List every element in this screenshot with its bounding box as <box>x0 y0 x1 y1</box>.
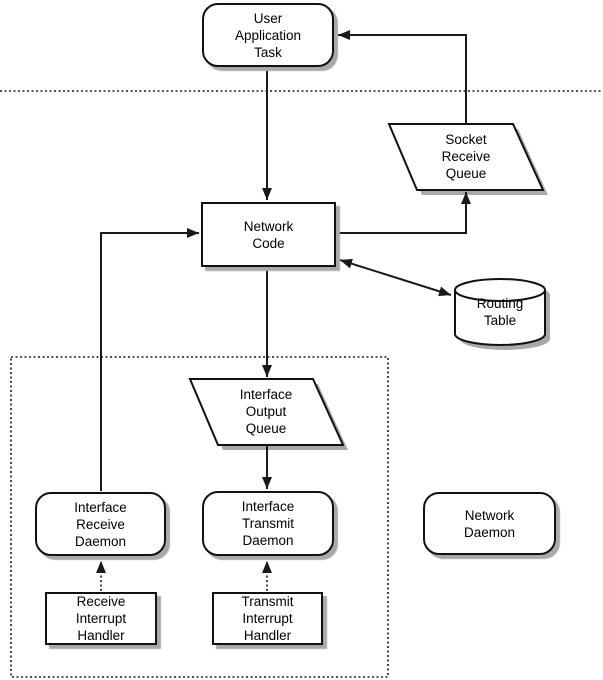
node-user-application-task: User Application Task <box>202 3 334 67</box>
node-interface-transmit-daemon-label: Interface Transmit Daemon <box>241 499 295 548</box>
interface-output-queue-shape <box>188 378 345 446</box>
arrow-network-code-routing-table-bidirectional <box>339 258 452 297</box>
node-transmit-interrupt-handler: Transmit Interrupt Handler <box>212 592 323 645</box>
node-network-daemon-label: Network Daemon <box>463 507 516 540</box>
node-interface-receive-daemon: Interface Receive Daemon <box>35 492 166 556</box>
arrow-receive-daemon-to-network-code <box>100 228 199 491</box>
node-network-code: Network Code <box>201 202 336 267</box>
node-receive-interrupt-handler: Receive Interrupt Handler <box>45 592 157 645</box>
arrow-socket-queue-to-user-app <box>338 30 467 123</box>
node-interface-transmit-daemon: Interface Transmit Daemon <box>202 491 334 556</box>
node-interface-receive-daemon-label: Interface Receive Daemon <box>74 499 127 549</box>
node-network-daemon: Network Daemon <box>423 492 556 555</box>
routing-table-shape <box>454 278 546 346</box>
node-network-code-label: Network Code <box>243 218 294 251</box>
node-transmit-interrupt-handler-label: Transmit Interrupt Handler <box>241 594 294 643</box>
arrow-network-code-to-socket-queue <box>337 192 471 234</box>
socket-receive-queue-shape <box>387 123 545 191</box>
node-receive-interrupt-handler-label: Receive Interrupt Handler <box>75 594 127 643</box>
node-user-application-task-label: User Application Task <box>234 10 302 60</box>
driver-region-box <box>10 356 389 678</box>
